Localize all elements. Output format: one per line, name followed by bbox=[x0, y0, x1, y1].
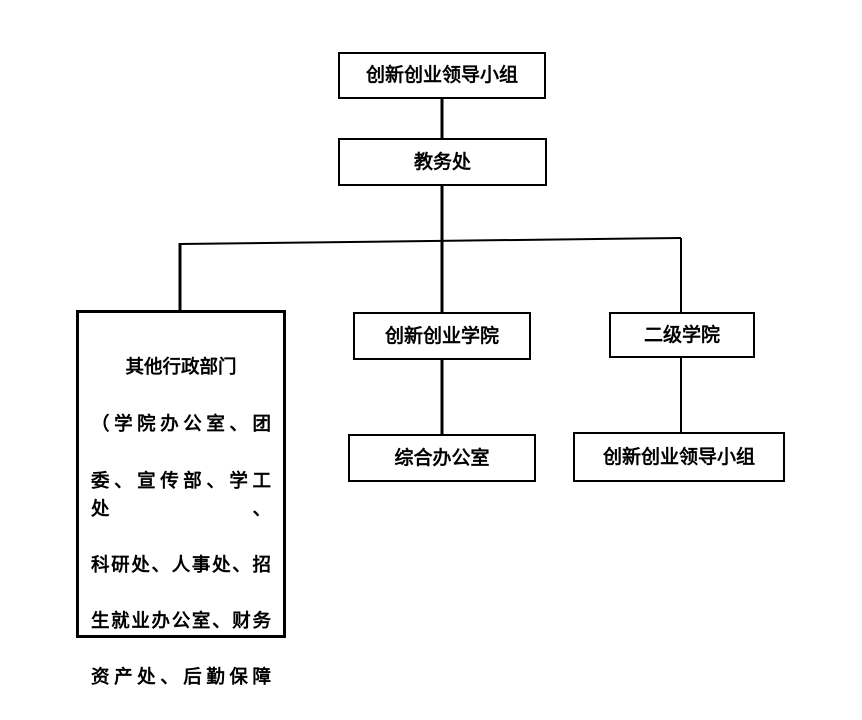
node-label: 创新创业领导小组 bbox=[365, 64, 518, 86]
node-academic-affairs-office[interactable]: 教务处 bbox=[338, 138, 547, 186]
node-detail-line: （学院办公室、团 bbox=[91, 414, 271, 436]
node-innovation-entrepreneurship-leadership-group[interactable]: 创新创业领导小组 bbox=[338, 52, 546, 99]
node-detail-line: 生就业办公室、财务 bbox=[91, 611, 271, 633]
node-label: 二级学院 bbox=[643, 323, 720, 346]
node-label-block: 其他行政部门 （学院办公室、团 委、宣传部、学工处、 科研处、人事处、招 生就业… bbox=[91, 326, 271, 720]
connector-horizontal-bus bbox=[179, 237, 682, 245]
node-general-office[interactable]: 综合办公室 bbox=[348, 434, 536, 482]
node-label: 创新创业领导小组 bbox=[602, 445, 755, 468]
node-label: 综合办公室 bbox=[394, 446, 490, 469]
node-secondary-college[interactable]: 二级学院 bbox=[609, 312, 755, 358]
node-detail-line: 资产处、后勤保障 bbox=[91, 667, 271, 689]
node-label: 创新创业学院 bbox=[384, 324, 499, 347]
node-label: 教务处 bbox=[413, 150, 471, 173]
node-other-administrative-departments[interactable]: 其他行政部门 （学院办公室、团 委、宣传部、学工处、 科研处、人事处、招 生就业… bbox=[76, 310, 286, 688]
node-detail-line: 委、宣传部、学工处、 bbox=[91, 470, 271, 520]
node-heading: 其他行政部门 bbox=[125, 357, 237, 379]
node-innovation-entrepreneurship-college[interactable]: 创新创业学院 bbox=[353, 312, 531, 360]
node-detail-line: 科研处、人事处、招 bbox=[91, 554, 271, 576]
node-innovation-entrepreneurship-leadership-group-secondary[interactable]: 创新创业领导小组 bbox=[573, 432, 785, 482]
